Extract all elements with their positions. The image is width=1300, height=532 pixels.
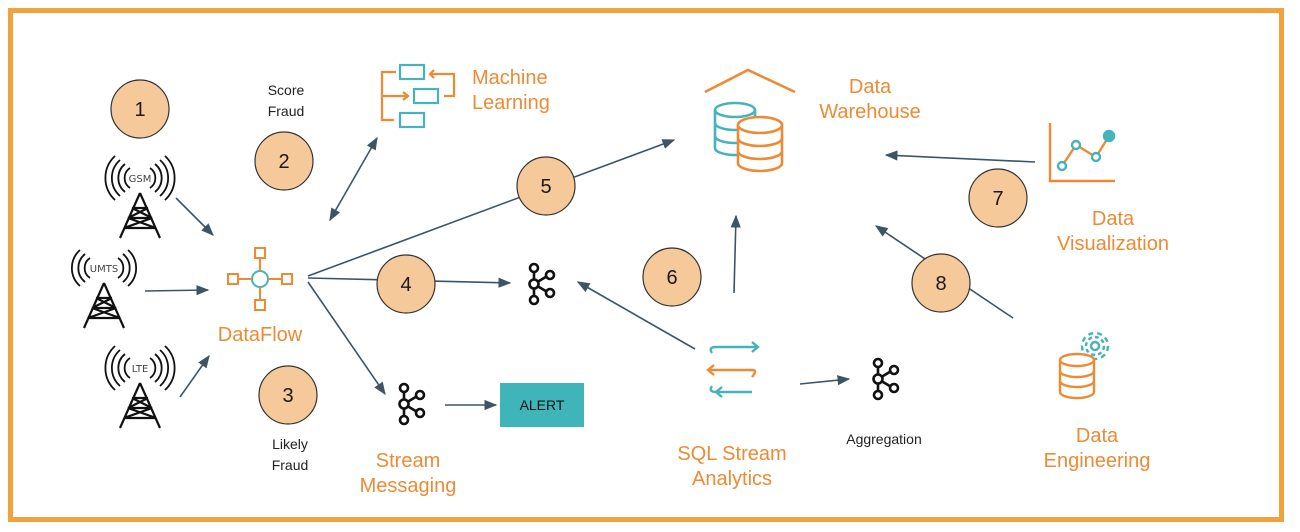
step-badge: 7: [968, 168, 1028, 228]
tower-gsm: GSM: [104, 155, 176, 239]
alert-label: ALERT: [520, 397, 565, 413]
data-visualization-label-line1: Data: [1092, 208, 1135, 230]
machine-learning-label-line1: Machine: [472, 67, 548, 89]
likely-fraud-label-line1: Likely: [272, 436, 308, 452]
arrow-ssa-to-kafka: [576, 281, 696, 350]
kafka-icon: [872, 357, 900, 401]
step-number: 1: [134, 99, 145, 121]
data-engineering-label-line1: Data: [1076, 425, 1119, 447]
arrow-umts-to-dataflow: [144, 285, 210, 296]
step-number: 7: [992, 188, 1003, 210]
stream-messaging-label-line1: Stream: [376, 450, 440, 472]
tower-label: GSM: [129, 174, 152, 185]
step-number: 2: [278, 151, 289, 173]
dataflow-icon: [227, 247, 293, 311]
step-number: 4: [400, 274, 411, 296]
machine-learning-label-line2: Learning: [472, 92, 550, 114]
stream-messaging-label-line2: Messaging: [360, 475, 457, 497]
step-badge: 5: [516, 156, 576, 216]
step-number: 3: [282, 385, 293, 407]
radio-tower-icon: [70, 249, 138, 329]
machine-learning-icon: [380, 63, 456, 129]
data-warehouse-label-line2: Warehouse: [819, 101, 921, 123]
step-badge: 3: [258, 365, 318, 425]
kafka-icon: [398, 382, 426, 426]
sql-stream-analytics-icon: [706, 341, 760, 398]
data-warehouse-label-line1: Data: [849, 76, 892, 98]
step-badge: 6: [642, 247, 702, 307]
data-visualization-label-line2: Visualization: [1057, 233, 1169, 255]
arrow-dataflow-ml: [329, 136, 378, 222]
step-number: 5: [540, 176, 551, 198]
data-engineering-icon: [1058, 331, 1110, 400]
arrow-gsm-to-dataflow: [175, 197, 214, 236]
alert-box: ALERT: [500, 383, 584, 427]
sql-stream-analytics-label-line1: SQL Stream: [677, 443, 786, 465]
data-visualization-icon: [1048, 123, 1116, 183]
dataflow-label: DataFlow: [218, 324, 303, 346]
step-badge: 4: [376, 254, 436, 314]
data-engineering-label-line2: Engineering: [1044, 450, 1151, 472]
diagram-frame: [8, 8, 1284, 522]
arrow-visualization-to-warehouse: [884, 150, 1036, 163]
arrow-dataflow-to-warehouse: [307, 139, 676, 277]
score-fraud-label-line2: Fraud: [268, 103, 305, 119]
radio-tower-icon: [104, 155, 176, 239]
score-fraud-label-line1: Score: [268, 82, 305, 98]
aggregation-label: Aggregation: [846, 431, 922, 447]
tower-label: UMTS: [90, 264, 118, 275]
tower-umts: UMTS: [70, 249, 138, 329]
kafka-icon: [528, 262, 556, 306]
tower-label: LTE: [132, 364, 149, 375]
data-warehouse-icon: [704, 68, 796, 173]
step-badge: 8: [911, 253, 971, 313]
sql-stream-analytics-label-line2: Analytics: [692, 468, 772, 490]
tower-lte: LTE: [104, 345, 176, 429]
arrow-ssa-to-aggregation: [799, 375, 851, 386]
radio-tower-icon: [104, 345, 176, 429]
likely-fraud-label-line2: Fraud: [272, 457, 309, 473]
arrow-dataflow-to-stream-messaging: [307, 281, 386, 396]
arrow-lte-to-dataflow: [179, 354, 210, 398]
step-number: 8: [935, 273, 946, 295]
step-badge: 1: [110, 79, 170, 139]
step-badge: 2: [254, 131, 314, 191]
arrow-ssa-to-warehouse: [730, 214, 741, 294]
step-number: 6: [666, 267, 677, 289]
